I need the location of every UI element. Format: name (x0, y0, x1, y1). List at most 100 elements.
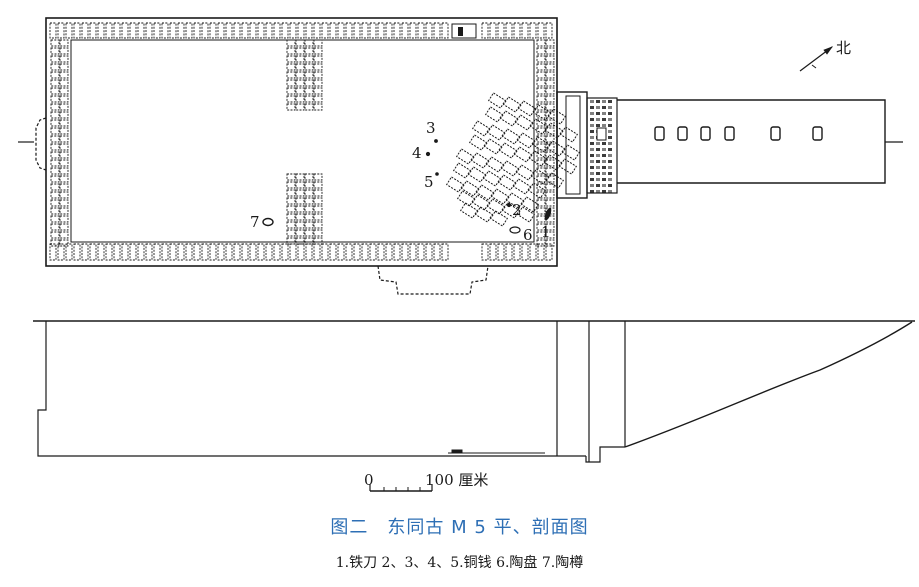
brick (50, 167, 60, 175)
brick (313, 189, 323, 197)
brick (505, 243, 513, 261)
brick (401, 22, 409, 39)
artifact-label-4: 4 (412, 144, 422, 162)
sealing-brick (596, 106, 600, 109)
brick (545, 151, 555, 159)
brick (59, 111, 69, 119)
brick (59, 207, 69, 215)
plan-view (18, 17, 903, 295)
brick (313, 103, 323, 111)
brick (313, 229, 323, 237)
sealing-brick (608, 172, 612, 175)
brick (460, 180, 480, 197)
brick (249, 22, 257, 39)
brick (313, 55, 323, 63)
collapsed-bricks (445, 92, 581, 227)
brick (536, 39, 546, 47)
brick (502, 96, 522, 113)
brick (286, 189, 296, 197)
brick (209, 243, 217, 261)
brick (536, 231, 546, 239)
brick (517, 100, 537, 117)
brick (286, 63, 296, 71)
brick (409, 22, 417, 39)
brick (305, 22, 313, 39)
brick (529, 22, 537, 39)
brick (57, 243, 65, 261)
brick (295, 221, 305, 229)
brick (295, 205, 305, 213)
brick (289, 22, 297, 39)
sealing-brick (602, 154, 606, 157)
brick (50, 151, 60, 159)
brick (545, 231, 555, 239)
brick (50, 183, 60, 191)
brick (137, 243, 145, 261)
brick-pier-north (286, 39, 323, 111)
brick (304, 55, 314, 63)
brick (393, 243, 401, 261)
brick (505, 192, 525, 209)
brick (57, 22, 65, 39)
sealing-brick (608, 184, 612, 187)
brick (490, 188, 510, 205)
ramp-holes (654, 126, 823, 141)
scale-bar: 0 100 厘米 (364, 471, 488, 492)
brick (289, 243, 297, 261)
brick (498, 142, 518, 159)
brick (455, 148, 475, 165)
sealing-brick (608, 136, 612, 139)
brick (313, 79, 323, 87)
brick (545, 172, 565, 189)
brick (193, 243, 201, 261)
brick (445, 176, 465, 193)
brick (536, 239, 546, 247)
brick (50, 63, 60, 71)
brick (513, 243, 521, 261)
sealing-brick (602, 166, 606, 169)
brick (50, 135, 60, 143)
sealing-brick (596, 142, 600, 145)
brick (50, 47, 60, 55)
sealing-brick (596, 184, 600, 187)
brick (81, 22, 89, 39)
brick (313, 205, 323, 213)
artifact-label-7: 7 (250, 213, 260, 231)
brick (59, 47, 69, 55)
sealing-brick (608, 112, 612, 115)
brick (530, 168, 550, 185)
brick (295, 103, 305, 111)
brick (393, 22, 401, 39)
brick (153, 243, 161, 261)
sealing-brick (602, 190, 606, 193)
brick (536, 183, 546, 191)
sealing-brick (590, 136, 594, 139)
brick (499, 110, 519, 127)
brick (49, 243, 57, 261)
brick (537, 243, 545, 261)
brick (546, 140, 566, 157)
brick (49, 22, 57, 39)
brick (59, 95, 69, 103)
brick (545, 175, 555, 183)
brick (97, 243, 105, 261)
brick (304, 47, 314, 55)
brick (105, 22, 113, 39)
brick (295, 47, 305, 55)
sealing-brick (590, 118, 594, 121)
brick (97, 22, 105, 39)
brick (295, 197, 305, 205)
brick (529, 243, 537, 261)
brick (536, 223, 546, 231)
artifact-label-6: 6 (523, 226, 533, 244)
brick (536, 119, 546, 127)
sealing-brick (608, 100, 612, 103)
brick (561, 144, 581, 161)
brick (50, 239, 60, 247)
brick (50, 223, 60, 231)
brick (304, 87, 314, 95)
artifact-label-3: 3 (426, 119, 436, 137)
brick (536, 199, 546, 207)
sealing-brick (596, 100, 600, 103)
sealing-brick (590, 154, 594, 157)
